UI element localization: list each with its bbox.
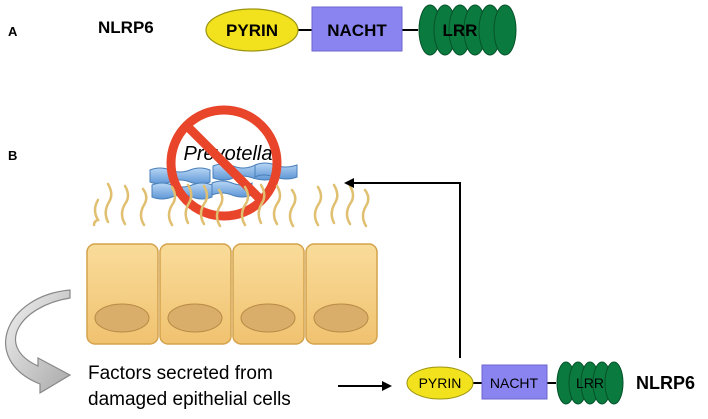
lrr-domain — [418, 4, 517, 56]
epithelial-cells — [86, 182, 378, 345]
pyrin-domain-label: PYRIN — [419, 375, 462, 391]
caption-line-2: damaged epithelial cells — [88, 389, 291, 410]
panel-b-label: B — [8, 148, 17, 163]
pyrin-domain — [406, 366, 474, 400]
caption-line-1: Factors secreted from — [88, 363, 273, 384]
lrr-domain-label: LRR — [576, 375, 604, 391]
epithelial-cell — [305, 183, 378, 345]
no-sign-slash — [182, 121, 266, 205]
nacht-domain-label: NACHT — [490, 375, 539, 391]
lrr-domain-label: LRR — [443, 21, 478, 40]
epithelial-cell — [232, 183, 305, 345]
panel-a-gene-name: NLRP6 — [98, 18, 154, 37]
panel-b-domain-structure: PYRIN NACHT LRR — [406, 361, 624, 405]
curved-arrow-icon — [5, 289, 72, 395]
nacht-domain — [311, 6, 403, 52]
pyrin-domain — [205, 8, 299, 52]
pyrin-domain-label: PYRIN — [226, 21, 278, 40]
no-sign-circle — [166, 105, 282, 221]
feedback-arrow-icon — [344, 178, 461, 358]
nacht-domain — [481, 364, 548, 400]
panel-a-label: A — [8, 24, 18, 39]
nacht-domain-label: NACHT — [327, 21, 387, 40]
epithelial-cell — [159, 183, 232, 345]
lrr-domain — [556, 361, 624, 405]
panel-b-gene-name: NLRP6 — [636, 373, 695, 393]
prevotella-blocked-icon: Prevotella — [149, 105, 298, 221]
epithelial-cell — [86, 182, 159, 345]
panel-a-domain-structure: PYRIN NACHT LRR — [205, 4, 517, 56]
